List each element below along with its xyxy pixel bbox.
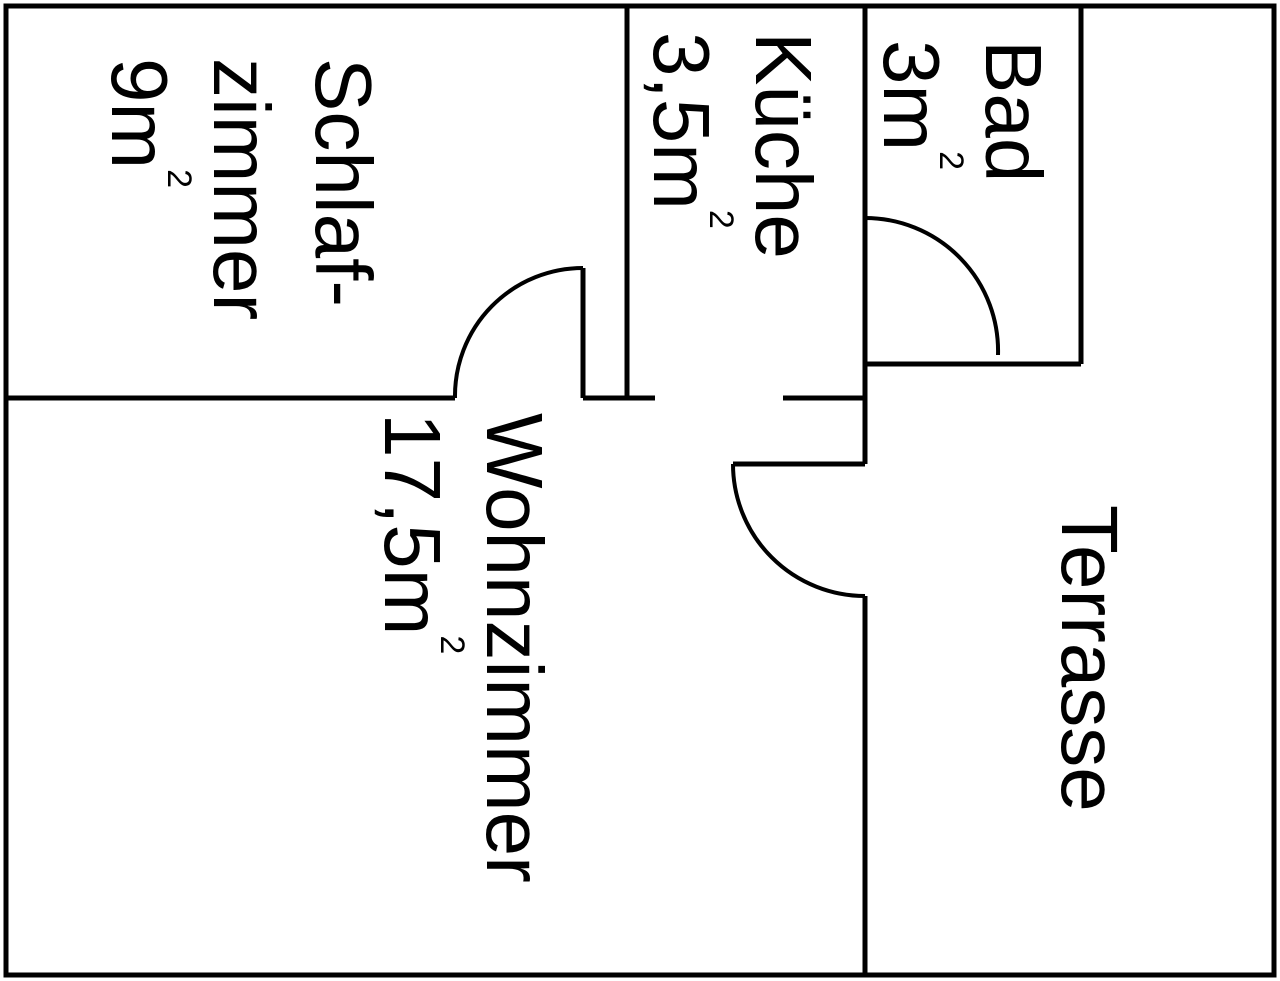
room-label-text: Terrasse	[1045, 505, 1134, 812]
room-label-text: 9m	[95, 58, 184, 170]
terrace-door-swing	[731, 463, 866, 598]
room-label-text: Schlaf-	[299, 58, 388, 307]
room-label-line: 3,5m2	[630, 32, 740, 259]
room-label-line: 3m2	[860, 40, 970, 182]
room-label-text: Wohnzimmer	[470, 413, 559, 883]
room-label-text: 3m	[867, 40, 956, 152]
area-unit-superscript: 2	[433, 635, 471, 655]
area-unit-superscript: 2	[160, 169, 198, 189]
area-unit-superscript: 2	[702, 209, 740, 229]
outer-wall	[3, 3, 1277, 978]
room-label-line: Wohnzimmer	[463, 413, 565, 883]
room-label-line: zimmer	[190, 58, 292, 320]
room-label-line: Terrasse	[1038, 505, 1140, 812]
room-label-line: Küche	[732, 32, 834, 259]
room-label-line: Schlaf-	[292, 58, 394, 320]
room-label-line: 9m2	[88, 58, 198, 320]
bath-door-swing	[864, 216, 1001, 356]
area-unit-superscript: 2	[932, 151, 970, 171]
room-label-text: Bad	[969, 40, 1058, 183]
room-label-text: Küche	[739, 32, 828, 259]
bedroom-door-swing	[452, 266, 584, 399]
room-label-line: Bad	[962, 40, 1064, 182]
room-label-line: 17,5m2	[361, 413, 471, 883]
room-label-text: zimmer	[197, 58, 286, 321]
room-label-terrasse: Terrasse	[1038, 505, 1140, 812]
room-label-text: 3,5m	[637, 32, 726, 210]
room-label-text: 17,5m	[368, 413, 457, 636]
